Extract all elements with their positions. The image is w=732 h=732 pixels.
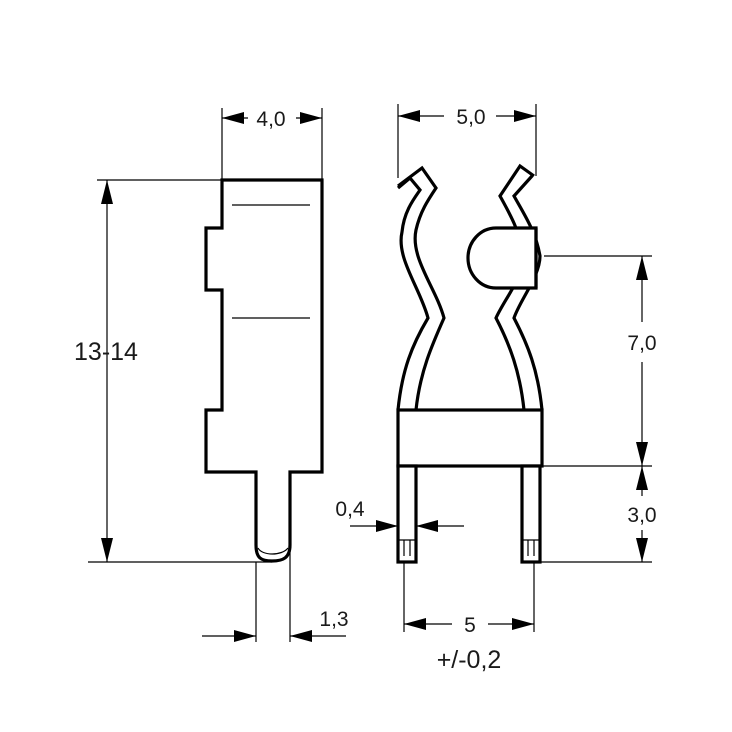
pin-spacing-label: 5 bbox=[464, 614, 476, 637]
dimension-side-width: 4,0 bbox=[221, 108, 323, 180]
side-view bbox=[204, 178, 324, 563]
clip-height-label: 7,0 bbox=[627, 332, 656, 355]
pin-width-label: 1,3 bbox=[319, 608, 348, 631]
dimension-vertical-right: 7,0 3,0 bbox=[540, 255, 657, 563]
left-pin bbox=[396, 464, 418, 564]
clip-width-label: 5,0 bbox=[456, 106, 485, 129]
pin-thickness-label: 0,4 bbox=[335, 498, 365, 521]
pin-tip-curve bbox=[257, 547, 289, 555]
dimension-clip-width: 5,0 bbox=[397, 104, 537, 178]
tolerance-label: +/-0,2 bbox=[437, 646, 502, 674]
overall-height-label: 13-14 bbox=[74, 338, 138, 366]
pin-length-label: 3,0 bbox=[627, 504, 656, 527]
front-view bbox=[396, 163, 544, 564]
right-pin bbox=[520, 464, 542, 564]
side-width-label: 4,0 bbox=[256, 108, 285, 131]
left-spring-arm bbox=[396, 165, 446, 411]
contact-bump bbox=[466, 226, 538, 290]
dimension-overall-height: 13-14 bbox=[74, 179, 272, 563]
side-view-outline bbox=[204, 178, 324, 563]
dimension-pin-spacing: 5 +/-0,2 bbox=[403, 562, 535, 674]
dimension-pin-width: 1,3 bbox=[202, 545, 349, 642]
dimension-pin-thickness: 0,4 bbox=[335, 498, 464, 532]
clip-base bbox=[396, 408, 544, 468]
